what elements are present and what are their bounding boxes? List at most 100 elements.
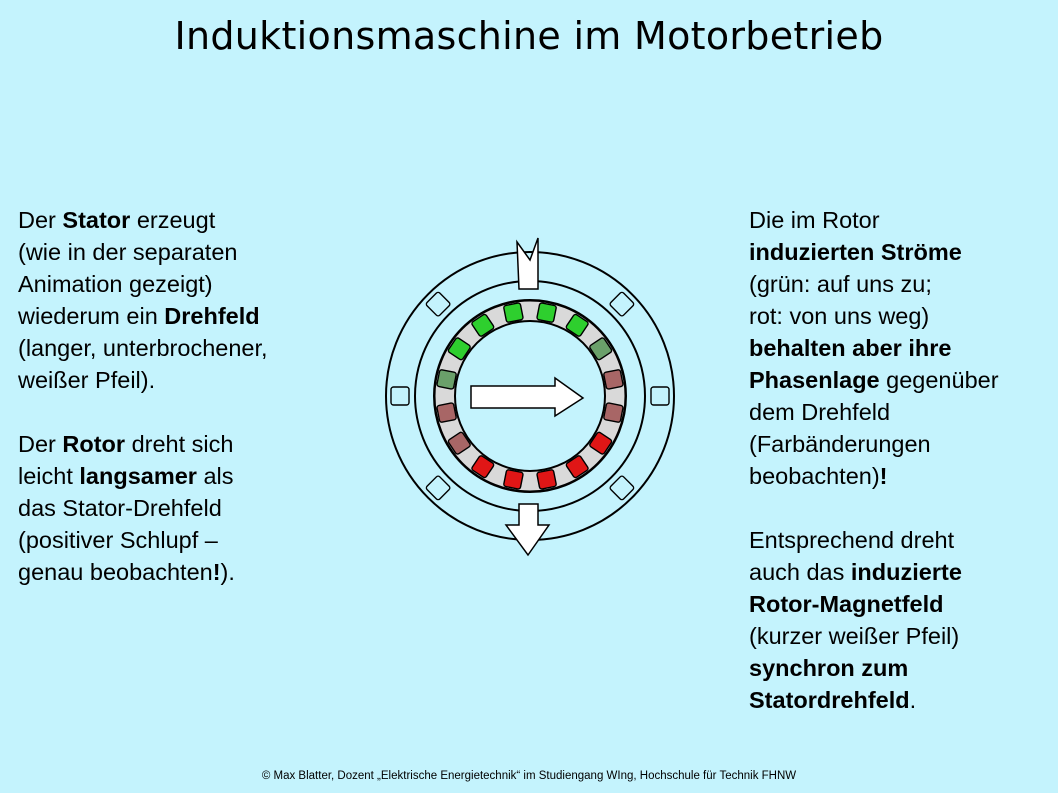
text: gegenüber	[879, 367, 999, 393]
text-line: weißer Pfeil).	[18, 364, 348, 396]
paragraph-gap	[749, 492, 1054, 524]
text-line: (langer, unterbrochener,	[18, 332, 348, 364]
page-title: Induktionsmaschine im Motorbetrieb	[174, 14, 884, 58]
text: (kurzer weißer Pfeil)	[749, 623, 960, 649]
bold-text: behalten aber ihre	[749, 335, 952, 361]
bold-text: !	[212, 559, 221, 585]
text: dreht sich	[125, 431, 234, 457]
rotor-conductor	[447, 337, 471, 361]
rotor-conductor	[436, 369, 457, 390]
copyright-footer: © Max Blatter, Dozent „Elektrische Energ…	[261, 770, 797, 782]
text: genau beobachten	[18, 559, 213, 585]
rotor-conductor	[436, 402, 457, 423]
stator-slot	[609, 291, 635, 317]
rotor-conductor	[603, 402, 624, 423]
text: das Stator-Drehfeld	[18, 495, 222, 521]
rotor-ring-outer-edge	[434, 300, 626, 492]
text: (langer, unterbrochener,	[18, 335, 268, 361]
rotor-inner-circle	[454, 320, 606, 472]
text: beobachten)	[749, 463, 880, 489]
text: ).	[220, 559, 235, 585]
rotor-conductor	[603, 369, 624, 390]
stator-slot	[609, 475, 635, 501]
text: (wie in der separaten	[18, 239, 238, 265]
rotor-conductor	[503, 469, 524, 490]
text: (positiver Schlupf –	[18, 527, 218, 553]
text: dem Drehfeld	[749, 399, 891, 425]
rotor-outer-circle	[433, 299, 627, 493]
bold-text: !	[879, 463, 888, 489]
text: Der	[18, 431, 63, 457]
text-line: Der Rotor dreht sich	[18, 428, 348, 460]
stator-field-arrow-top	[516, 237, 539, 290]
rotor-conductor	[536, 302, 557, 323]
stator-slots	[390, 291, 670, 501]
induction-machine-diagram	[385, 237, 675, 557]
rotor-conductor	[471, 455, 495, 479]
rotor-conductor	[471, 313, 495, 337]
text-line: leicht langsamer als	[18, 460, 348, 492]
rotor-conductor	[565, 455, 589, 479]
text: (grün: auf uns zu;	[749, 271, 932, 297]
bold-text: synchron zum	[749, 655, 909, 681]
text: Animation gezeigt)	[18, 271, 213, 297]
text-line: (Farbänderungen	[749, 428, 1054, 460]
text-line: das Stator-Drehfeld	[18, 492, 348, 524]
text: leicht	[18, 463, 80, 489]
bold-text: Drehfeld	[164, 303, 260, 329]
rotor-current-description: Die im Rotor induzierten Ströme (grün: auf…	[749, 204, 1054, 716]
text-line: auch das induzierte	[749, 556, 1054, 588]
rotor-conductor	[447, 431, 471, 455]
text-line: Die im Rotor	[749, 204, 1054, 236]
rotor-ring	[435, 301, 625, 491]
rotor-conductors	[436, 302, 624, 490]
text: .	[909, 687, 917, 713]
text: als	[196, 463, 234, 489]
text: erzeugt	[130, 207, 216, 233]
rotor-field-arrow	[470, 376, 585, 418]
text: auch das	[749, 559, 851, 585]
text: Entsprechend dreht	[749, 527, 955, 553]
stator-slot	[650, 386, 670, 406]
text-line: genau beobachten!).	[18, 556, 348, 588]
rotor-conductor	[589, 337, 613, 361]
text: weißer Pfeil).	[18, 367, 156, 393]
bold-text: induzierten Ströme	[749, 239, 962, 265]
text-line: Phasenlage gegenüber	[749, 364, 1054, 396]
text-line: Rotor-Magnetfeld	[749, 588, 1054, 620]
text-line: wiederum ein Drehfeld	[18, 300, 348, 332]
stator-slot	[425, 475, 451, 501]
stator-field-arrow-bottom	[504, 503, 551, 557]
text: Die im Rotor	[749, 207, 880, 233]
text: Der	[18, 207, 63, 233]
stator-slot	[390, 386, 410, 406]
stator-slot	[425, 291, 451, 317]
text-line: behalten aber ihre	[749, 332, 1054, 364]
text: wiederum ein	[18, 303, 165, 329]
rotor-conductor	[536, 469, 557, 490]
text-line: beobachten)!	[749, 460, 1054, 492]
text-line: (positiver Schlupf –	[18, 524, 348, 556]
text-line: (kurzer weißer Pfeil)	[749, 620, 1054, 652]
text-line: (wie in der separaten	[18, 236, 348, 268]
bold-text: Rotor-Magnetfeld	[749, 591, 944, 617]
bold-text: Phasenlage	[749, 367, 880, 393]
rotor-conductor	[589, 431, 613, 455]
text: rot: von uns weg)	[749, 303, 930, 329]
text-line: Animation gezeigt)	[18, 268, 348, 300]
bold-text: Stator	[62, 207, 131, 233]
paragraph-gap	[18, 396, 348, 428]
text-line: Der Stator erzeugt	[18, 204, 348, 236]
text-line: Entsprechend dreht	[749, 524, 1054, 556]
text-line: (grün: auf uns zu;	[749, 268, 1054, 300]
text-line: dem Drehfeld	[749, 396, 1054, 428]
bold-text: Rotor	[62, 431, 126, 457]
bold-text: langsamer	[79, 463, 197, 489]
rotor-conductor	[565, 313, 589, 337]
text-line: Statordrehfeld.	[749, 684, 1054, 716]
text-line: rot: von uns weg)	[749, 300, 1054, 332]
rotor-conductor	[503, 302, 524, 323]
text: (Farbänderungen	[749, 431, 931, 457]
bold-text: induzierte	[850, 559, 962, 585]
